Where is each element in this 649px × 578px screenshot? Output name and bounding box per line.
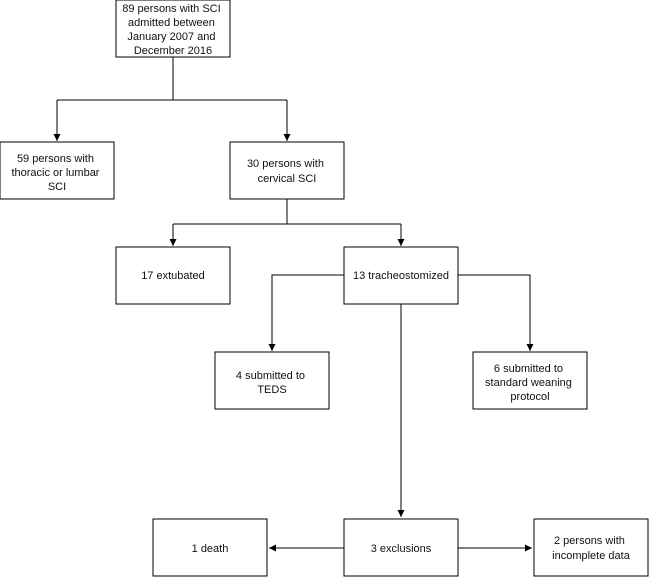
node-total: 89 persons with SCI admitted between Jan…	[115, 0, 231, 58]
node-death-label: 1 death	[192, 543, 229, 555]
node-teds: 4 submitted to TEDS	[214, 351, 330, 410]
node-death-line: 1 death	[192, 543, 229, 555]
node-cervical-box	[229, 141, 345, 200]
node-tracheo-box	[343, 246, 459, 305]
node-incomplete-line: incomplete data	[552, 550, 631, 562]
node-tracheo-label: 13 tracheostomized	[353, 270, 449, 282]
node-weaning-label: 6 submitted to standard weaning protocol	[485, 363, 575, 403]
node-thoracic-label: 59 persons with thoracic or lumbar SCI	[11, 153, 102, 193]
edges	[53, 57, 534, 552]
node-incomplete-label: 2 persons with incomplete data	[552, 535, 631, 562]
node-weaning-line: protocol	[510, 391, 549, 403]
node-total-line: December 2016	[134, 45, 212, 57]
node-teds-line: 4 submitted to	[236, 370, 305, 382]
node-extubated-label: 17 extubated	[141, 270, 205, 282]
node-total-box	[115, 0, 231, 58]
node-extubated-line: 17 extubated	[141, 270, 205, 282]
node-incomplete-line: 2 persons with	[554, 535, 625, 547]
node-cervical-line: 30 persons with	[247, 158, 324, 170]
node-cervical-line: cervical SCI	[258, 173, 317, 185]
node-weaning: 6 submitted to standard weaning protocol	[472, 351, 588, 410]
node-death-box	[152, 518, 268, 577]
node-total-line: admitted between	[128, 17, 215, 29]
node-cervical: 30 persons with cervical SCI	[229, 141, 345, 200]
node-total-line: January 2007 and	[127, 31, 215, 43]
node-thoracic: 59 persons with thoracic or lumbar SCI	[0, 141, 115, 200]
node-exclusions: 3 exclusions	[343, 518, 459, 577]
node-tracheo-line: 13 tracheostomized	[353, 270, 449, 282]
node-total-line: 89 persons with SCI	[122, 3, 220, 15]
node-extubated: 17 extubated	[115, 246, 231, 305]
edge-tracheo-to-teds	[268, 274, 344, 351]
node-thoracic-box	[0, 141, 115, 200]
node-weaning-line: 6 submitted to	[494, 363, 563, 375]
node-exclusions-box	[343, 518, 459, 577]
node-weaning-line: standard weaning	[485, 377, 572, 389]
node-cervical-label: 30 persons with cervical SCI	[247, 158, 327, 185]
node-exclusions-line: 3 exclusions	[371, 543, 432, 555]
node-thoracic-line: 59 persons with	[17, 153, 94, 165]
node-death: 1 death	[152, 518, 268, 577]
node-teds-box	[214, 351, 330, 410]
node-thoracic-line: thoracic or lumbar	[11, 167, 99, 179]
node-tracheo: 13 tracheostomized	[343, 246, 459, 305]
node-incomplete-box	[533, 518, 649, 577]
node-total-label: 89 persons with SCI admitted between Jan…	[122, 3, 224, 57]
node-incomplete: 2 persons with incomplete data	[533, 518, 649, 577]
node-exclusions-label: 3 exclusions	[371, 543, 432, 555]
node-teds-line: TEDS	[257, 384, 286, 396]
edge-tracheo-to-weaning	[458, 274, 534, 351]
node-extubated-box	[115, 246, 231, 305]
node-teds-label: 4 submitted to TEDS	[236, 370, 308, 396]
node-weaning-box	[472, 351, 588, 410]
node-thoracic-line: SCI	[48, 181, 66, 193]
